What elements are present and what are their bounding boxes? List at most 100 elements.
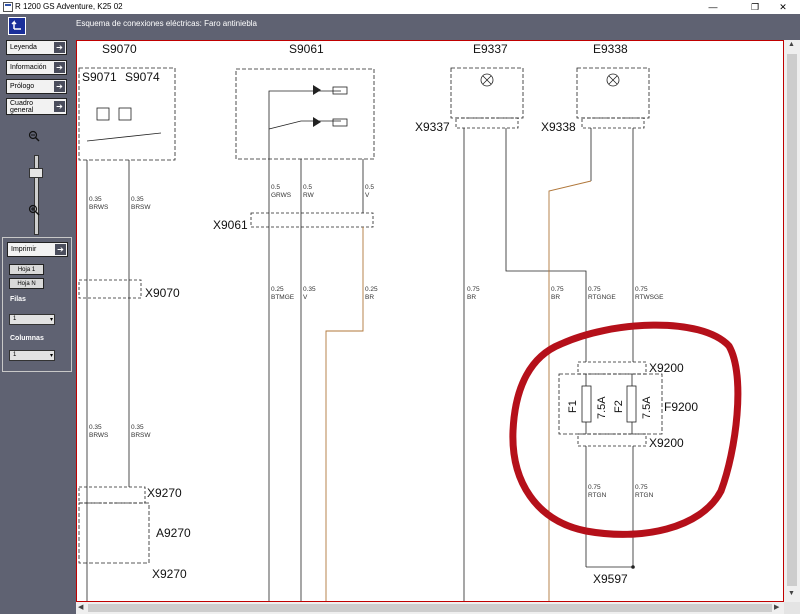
switch-lever bbox=[86, 132, 162, 142]
connector-bar-x9200-top bbox=[577, 361, 647, 375]
wire-color: RW bbox=[303, 192, 315, 199]
close-button[interactable]: ✕ bbox=[779, 2, 787, 12]
sheet-n-button[interactable]: Hoja N bbox=[9, 278, 44, 289]
wire-color: RTGN bbox=[588, 492, 607, 499]
wire-gauge: 0.35 bbox=[131, 196, 144, 203]
rows-select[interactable]: 1 ▾ bbox=[9, 314, 55, 325]
home-button[interactable] bbox=[8, 17, 26, 35]
s9061-wire-mid bbox=[268, 120, 341, 130]
fuse-rating-f1: 7.5A bbox=[596, 396, 608, 419]
chevron-down-icon: ▾ bbox=[49, 317, 53, 323]
window-title: R 1200 GS Adventure, K25 02 bbox=[15, 2, 123, 11]
wire-brown-s9061 bbox=[325, 227, 364, 601]
sheet-1-button[interactable]: Hoja 1 bbox=[9, 264, 44, 275]
arrow-right-icon: ➔ bbox=[55, 244, 66, 255]
wire-gauge: 0.75 bbox=[635, 484, 648, 491]
scroll-down-icon[interactable]: ▼ bbox=[788, 590, 795, 597]
sidebar: Leyenda ➔ Información ➔ Prólogo ➔ Cuadro… bbox=[0, 40, 76, 614]
wire-color: BRWS bbox=[89, 432, 109, 439]
wire-color: BRWS bbox=[89, 204, 109, 211]
arrow-right-icon: ➔ bbox=[54, 81, 65, 92]
scroll-left-icon[interactable]: ◀ bbox=[78, 604, 84, 611]
vertical-scroll-thumb[interactable] bbox=[787, 54, 797, 586]
connector-label-x9200-top: X9200 bbox=[649, 361, 684, 375]
home-arrow-icon bbox=[11, 20, 21, 30]
lamp-box-e9338 bbox=[576, 67, 650, 119]
wire-gauge: 0.35 bbox=[303, 286, 316, 293]
lamp-symbol-e9338 bbox=[606, 73, 620, 87]
overview-button[interactable]: Cuadro general ➔ bbox=[6, 98, 67, 115]
wire-color: V bbox=[365, 192, 370, 199]
fuse-label-f2: F2 bbox=[613, 400, 625, 413]
diagram-canvas[interactable]: S9070 S9061 E9337 E9338 S9071 S9074 X933… bbox=[76, 40, 784, 602]
component-label-e9338: E9338 bbox=[593, 42, 628, 56]
wire-color: RTGNGE bbox=[588, 294, 616, 301]
fuse-f1 bbox=[581, 385, 592, 423]
vertical-scrollbar[interactable]: ▲ ▼ bbox=[784, 40, 800, 602]
component-label-s9061: S9061 bbox=[289, 42, 324, 56]
wire-gauge: 0.25 bbox=[271, 286, 284, 293]
scroll-up-icon[interactable]: ▲ bbox=[788, 41, 795, 48]
highlight-circle bbox=[509, 321, 742, 538]
columns-label: Columnas bbox=[10, 335, 44, 342]
wire-gauge: 0.75 bbox=[588, 484, 601, 491]
wire-color: V bbox=[303, 294, 308, 301]
prologue-button[interactable]: Prólogo ➔ bbox=[6, 79, 67, 94]
zoom-in-icon[interactable] bbox=[28, 204, 40, 216]
switch-contact-2 bbox=[118, 107, 132, 121]
lamp-box-e9337 bbox=[450, 67, 524, 119]
component-label-a9270: A9270 bbox=[156, 526, 191, 540]
component-label-f9200: F9200 bbox=[664, 400, 698, 414]
module-box-a9270 bbox=[78, 502, 150, 564]
wire-gauge: 0.75 bbox=[588, 286, 601, 293]
minimize-button[interactable]: — bbox=[708, 2, 718, 12]
horizontal-scroll-thumb[interactable] bbox=[88, 604, 772, 612]
app-header: Esquema de conexiones eléctricas: Faro a… bbox=[0, 14, 800, 40]
columns-select[interactable]: 1 ▾ bbox=[9, 350, 55, 361]
zoom-slider-track[interactable] bbox=[34, 155, 39, 235]
wire-gauge: 0.35 bbox=[89, 424, 102, 431]
wire-color: BR bbox=[467, 294, 476, 301]
connector-bar-x9338 bbox=[581, 117, 645, 129]
print-button[interactable]: Imprimir ➔ bbox=[7, 242, 68, 257]
zoom-out-icon[interactable] bbox=[28, 130, 40, 142]
maximize-button[interactable]: ❐ bbox=[750, 2, 760, 12]
connector-label-x9270-bottom: X9270 bbox=[152, 567, 187, 581]
wire-gauge: 0.35 bbox=[131, 424, 144, 431]
resistor-1 bbox=[332, 86, 348, 95]
wire-gauge: 0.75 bbox=[635, 286, 648, 293]
legend-button[interactable]: Leyenda ➔ bbox=[6, 40, 67, 55]
connector-label-x9061: X9061 bbox=[213, 218, 248, 232]
scrollbar-corner bbox=[784, 602, 800, 614]
information-button[interactable]: Información ➔ bbox=[6, 60, 67, 75]
columns-select-value: 1 bbox=[13, 352, 17, 358]
component-label-e9337: E9337 bbox=[473, 42, 508, 56]
wire-gauge: 0.35 bbox=[89, 196, 102, 203]
connector-bar-x9337 bbox=[455, 117, 519, 129]
lamp-symbol-e9337 bbox=[480, 73, 494, 87]
wire-color: RTWSGE bbox=[635, 294, 664, 301]
wire-brown-e9338 bbox=[548, 180, 592, 601]
legend-button-label: Leyenda bbox=[10, 44, 37, 51]
horizontal-scrollbar[interactable]: ◀ ▶ bbox=[76, 602, 784, 614]
connector-label-x9338: X9338 bbox=[541, 120, 576, 134]
zoom-slider-thumb[interactable] bbox=[29, 168, 43, 178]
connector-bar-x9061 bbox=[250, 212, 374, 228]
window-titlebar: R 1200 GS Adventure, K25 02 — ❐ ✕ bbox=[0, 0, 800, 14]
lamp-symbol-e9337-y bbox=[482, 75, 492, 85]
information-button-label: Información bbox=[10, 64, 47, 71]
print-panel: Imprimir ➔ Hoja 1 Hoja N Filas 1 ▾ Colum… bbox=[2, 237, 72, 372]
diode-2 bbox=[313, 117, 321, 127]
wire-color: BTMGE bbox=[271, 294, 295, 301]
lamp-symbol-e9338-y bbox=[608, 75, 618, 85]
switch-contact-1 bbox=[96, 107, 110, 121]
wire-color: BR bbox=[551, 294, 560, 301]
switch-box-s9061 bbox=[235, 68, 375, 160]
wiring-diagram: S9070 S9061 E9337 E9338 S9071 S9074 X933… bbox=[78, 42, 742, 601]
arrow-right-icon: ➔ bbox=[54, 42, 65, 53]
s9061-wire-top bbox=[268, 90, 341, 159]
wire-gauge: 0.5 bbox=[303, 184, 312, 191]
fuse-f2 bbox=[626, 385, 637, 423]
document-title: Esquema de conexiones eléctricas: Faro a… bbox=[76, 19, 257, 28]
scroll-right-icon[interactable]: ▶ bbox=[774, 604, 780, 611]
